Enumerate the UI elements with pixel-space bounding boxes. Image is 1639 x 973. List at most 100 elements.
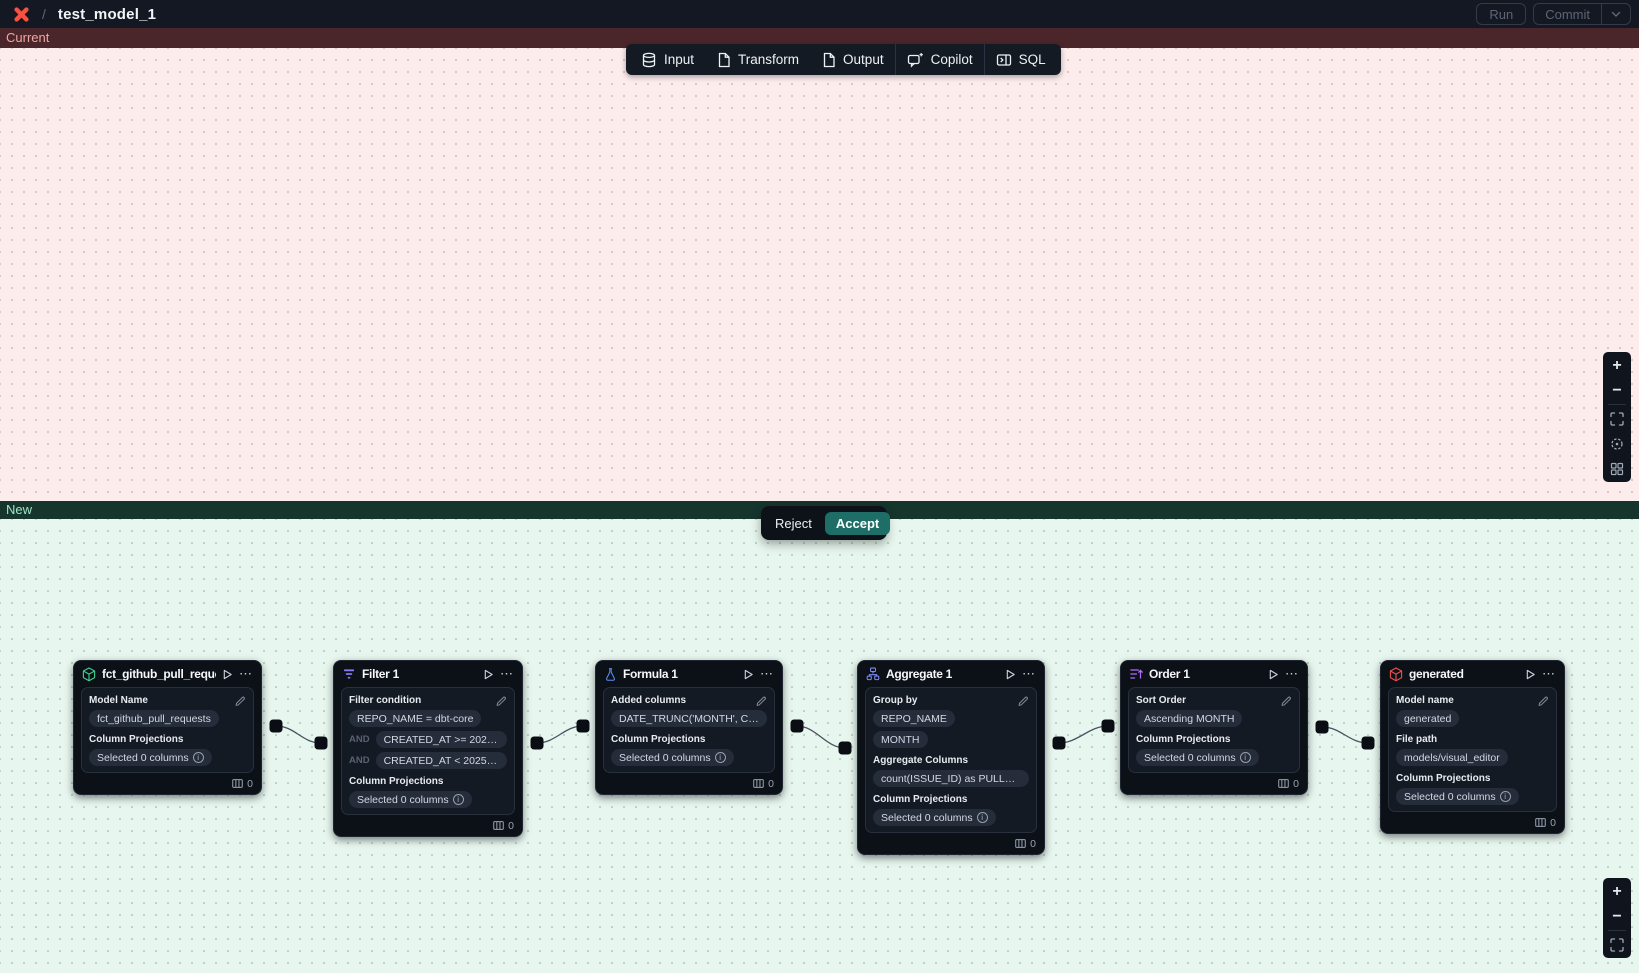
sort-order-pill[interactable]: Ascending MONTH: [1136, 710, 1242, 727]
diff-action-bar: Reject Accept: [761, 506, 887, 540]
play-node-button[interactable]: [483, 669, 494, 680]
commit-dropdown-button[interactable]: [1601, 4, 1630, 24]
node-fct-github-pull-requests[interactable]: fct_github_pull_requests ⋯ Model Name fc…: [73, 660, 262, 795]
play-node-button[interactable]: [1525, 669, 1536, 680]
more-menu-icon[interactable]: ⋯: [1022, 669, 1036, 679]
node-footer: 0: [1381, 812, 1564, 833]
info-icon[interactable]: i: [453, 794, 464, 805]
file-path-pill[interactable]: models/visual_editor: [1396, 749, 1508, 766]
zoom-in-button[interactable]: +: [1603, 353, 1631, 378]
formula-pill[interactable]: DATE_TRUNC('MONTH', CREATED_AT…: [611, 710, 767, 727]
node-header[interactable]: Aggregate 1 ⋯: [858, 661, 1044, 687]
node-title: fct_github_pull_requests: [102, 667, 216, 681]
node-formula-1[interactable]: Formula 1 ⋯ Added columns DATE_TRUNC('MO…: [595, 660, 783, 795]
node-header[interactable]: Formula 1 ⋯: [596, 661, 782, 687]
info-icon[interactable]: i: [193, 752, 204, 763]
node-header[interactable]: Filter 1 ⋯: [334, 661, 522, 687]
more-menu-icon[interactable]: ⋯: [239, 669, 253, 679]
model-name-pill[interactable]: generated: [1396, 710, 1459, 727]
info-icon[interactable]: i: [1240, 752, 1251, 763]
node-body: Added columns DATE_TRUNC('MONTH', CREATE…: [603, 687, 775, 773]
field-label: Added columns: [611, 695, 686, 706]
edit-pencil-icon[interactable]: [756, 695, 767, 707]
projections-pill[interactable]: Selected 0 columns i: [1396, 788, 1519, 805]
edit-pencil-icon[interactable]: [1281, 695, 1292, 707]
add-input-button[interactable]: Input: [630, 44, 705, 75]
tile-view-button[interactable]: [1603, 456, 1631, 481]
edit-pencil-icon[interactable]: [235, 695, 246, 707]
info-icon[interactable]: i: [977, 812, 988, 823]
zoom-out-button[interactable]: −: [1603, 378, 1631, 403]
fit-view-button[interactable]: [1603, 932, 1631, 957]
node-header[interactable]: Order 1 ⋯: [1121, 661, 1307, 687]
commit-button-group: Commit: [1533, 3, 1631, 25]
filter-condition-pill[interactable]: CREATED_AT < 2025-03-01: [376, 752, 507, 769]
edit-pencil-icon[interactable]: [1018, 695, 1029, 707]
node-header[interactable]: generated ⋯: [1381, 661, 1564, 687]
play-node-button[interactable]: [1268, 669, 1279, 680]
reject-button[interactable]: Reject: [765, 513, 822, 534]
projections-pill[interactable]: Selected 0 columns i: [89, 749, 212, 766]
node-footer: 0: [1121, 773, 1307, 794]
toolbar-copilot-label: Copilot: [931, 52, 973, 67]
commit-button[interactable]: Commit: [1534, 4, 1601, 24]
play-node-button[interactable]: [743, 669, 754, 680]
copilot-button[interactable]: Copilot: [896, 44, 984, 75]
projections-pill[interactable]: Selected 0 columns i: [611, 749, 734, 766]
zoom-out-button[interactable]: −: [1603, 904, 1631, 929]
sitemap-icon: [866, 667, 880, 681]
projections-pill[interactable]: Selected 0 columns i: [349, 791, 472, 808]
field-label: Group by: [873, 695, 917, 706]
dbt-logo-icon[interactable]: [13, 6, 30, 23]
canvas-controls-new: + −: [1603, 878, 1631, 958]
info-icon[interactable]: i: [1500, 791, 1511, 802]
field-label: File path: [1396, 734, 1437, 745]
groupby-pill[interactable]: REPO_NAME: [873, 710, 955, 727]
filter-condition-pill[interactable]: REPO_NAME = dbt-core: [349, 710, 481, 727]
table-icon: [1015, 838, 1026, 849]
accept-button[interactable]: Accept: [825, 512, 890, 535]
aggregate-pill[interactable]: count(ISSUE_ID) as PULL_REQUEST_…: [873, 770, 1029, 787]
current-canvas[interactable]: [0, 48, 1639, 501]
file-icon: [716, 52, 731, 68]
add-output-button[interactable]: Output: [810, 44, 895, 75]
projections-pill[interactable]: Selected 0 columns i: [873, 809, 996, 826]
node-footer: 0: [334, 815, 522, 836]
filter-condition-pill[interactable]: CREATED_AT >= 2024-12-01: [376, 731, 507, 748]
more-menu-icon[interactable]: ⋯: [500, 669, 514, 679]
breadcrumb-separator: /: [42, 6, 46, 22]
run-button[interactable]: Run: [1476, 3, 1526, 25]
edit-pencil-icon[interactable]: [1538, 695, 1549, 707]
zoom-in-button[interactable]: +: [1603, 879, 1631, 904]
node-filter-1[interactable]: Filter 1 ⋯ Filter condition REPO_NAME = …: [333, 660, 523, 837]
add-transform-button[interactable]: Transform: [705, 44, 810, 75]
fit-view-icon: [1610, 412, 1624, 426]
groupby-pill[interactable]: MONTH: [873, 731, 928, 748]
chevron-down-icon: [1611, 11, 1621, 18]
projections-pill[interactable]: Selected 0 columns i: [1136, 749, 1259, 766]
more-menu-icon[interactable]: ⋯: [1542, 669, 1556, 679]
node-title: Formula 1: [623, 667, 737, 681]
more-menu-icon[interactable]: ⋯: [760, 669, 774, 679]
node-generated[interactable]: generated ⋯ Model name generated File pa…: [1380, 660, 1565, 834]
node-toolbar: Input Transform Output Copilot: [626, 44, 1061, 75]
model-name-pill[interactable]: fct_github_pull_requests: [89, 710, 219, 727]
table-icon: [1278, 778, 1289, 789]
fit-view-button[interactable]: [1603, 406, 1631, 431]
row-count: 0: [1550, 817, 1556, 829]
info-icon[interactable]: i: [715, 752, 726, 763]
grid-icon: [1610, 462, 1624, 476]
node-order-1[interactable]: Order 1 ⋯ Sort Order Ascending MONTH Col…: [1120, 660, 1308, 795]
and-label: AND: [349, 734, 370, 745]
edit-pencil-icon[interactable]: [496, 695, 507, 707]
field-label: Column Projections: [611, 734, 705, 745]
play-node-button[interactable]: [222, 669, 233, 680]
sql-panel-button[interactable]: SQL: [985, 44, 1057, 75]
node-aggregate-1[interactable]: Aggregate 1 ⋯ Group by REPO_NAME MONTH A…: [857, 660, 1045, 855]
play-node-button[interactable]: [1005, 669, 1016, 680]
field-label: Aggregate Columns: [873, 755, 968, 766]
node-header[interactable]: fct_github_pull_requests ⋯: [74, 661, 261, 687]
toolbar-output-label: Output: [843, 52, 884, 67]
center-view-button[interactable]: [1603, 431, 1631, 456]
more-menu-icon[interactable]: ⋯: [1285, 669, 1299, 679]
